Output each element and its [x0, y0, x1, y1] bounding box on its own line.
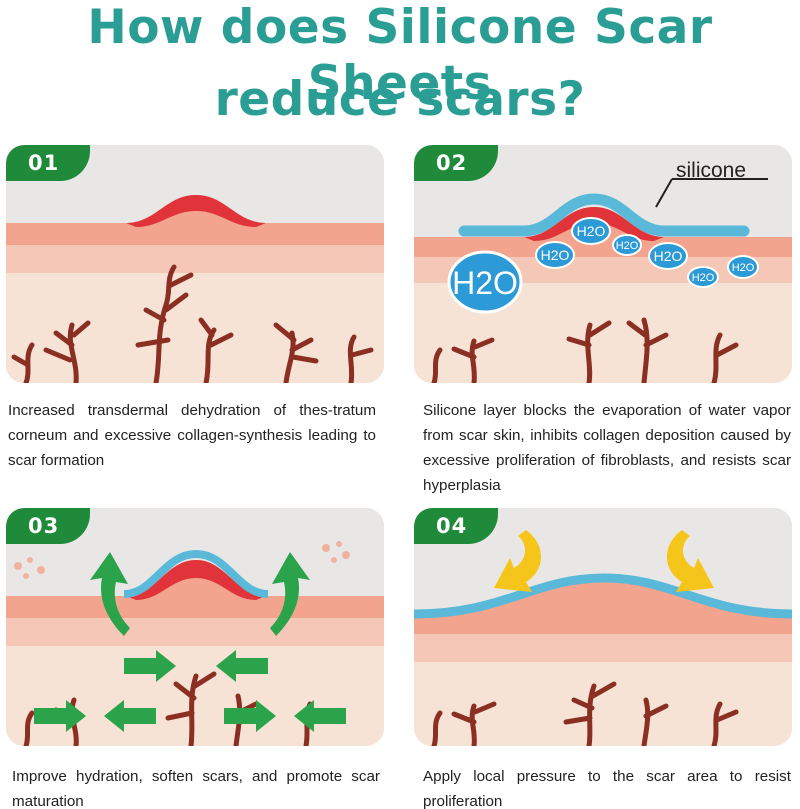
- silicone-barrier-illustration: H2O H2O H2O H2O H2O H2O H2O: [414, 145, 792, 383]
- hydration-illustration: [6, 508, 384, 746]
- water-molecules: H2O H2O H2O H2O H2O H2O H2O: [447, 217, 759, 314]
- yellow-arrows: [494, 530, 714, 592]
- panel-step-1: 01: [6, 145, 384, 383]
- pressure-arrow-left-icon: [494, 530, 541, 592]
- step-1-caption: Increased transdermal dehydration of the…: [8, 402, 376, 469]
- svg-text:H2O: H2O: [654, 248, 683, 264]
- panel-step-4: 04: [414, 508, 792, 746]
- step-badge: 04: [414, 508, 498, 544]
- svg-text:H2O: H2O: [732, 262, 755, 274]
- silicone-label: silicone: [676, 159, 747, 182]
- svg-text:H2O: H2O: [692, 272, 715, 284]
- arrow-right-icon: [34, 700, 86, 732]
- svg-text:H2O: H2O: [616, 240, 639, 252]
- svg-text:H2O: H2O: [577, 223, 606, 239]
- arrow-left-icon: [216, 650, 268, 682]
- dehydration-illustration: [6, 145, 384, 383]
- svg-text:H2O: H2O: [452, 265, 518, 301]
- step-badge: 03: [6, 508, 90, 544]
- step-badge: 02: [414, 145, 498, 181]
- arrow-left-icon: [294, 700, 346, 732]
- arrow-right-icon: [124, 650, 176, 682]
- panel-step-3: 03: [6, 508, 384, 746]
- step-2-caption: Silicone layer blocks the evaporation of…: [423, 402, 791, 494]
- green-arrows: [34, 552, 346, 732]
- step-4-caption: Apply local pressure to the scar area to…: [423, 768, 791, 809]
- step-3-caption: Improve hydration, soften scars, and pro…: [12, 768, 380, 809]
- pressure-arrow-right-icon: [667, 530, 714, 592]
- arrow-right-icon: [224, 700, 276, 732]
- panel-step-2: H2O H2O H2O H2O H2O H2O H2O 02 silicone: [414, 145, 792, 383]
- svg-text:H2O: H2O: [541, 247, 570, 263]
- silicone-layer: [414, 573, 792, 619]
- curved-arrow-left-icon: [90, 552, 130, 636]
- collagen-fibers: [11, 264, 374, 383]
- collagen-fibers: [431, 681, 739, 746]
- moisture-dots: [14, 541, 350, 579]
- curved-arrow-right-icon: [270, 552, 310, 636]
- page-title-line-2: reduce scars?: [214, 72, 586, 127]
- silicone-layer: [458, 193, 750, 237]
- arrow-left-icon: [104, 700, 156, 732]
- collagen-fibers: [431, 317, 739, 383]
- page-title: How does Silicone Scar Sheets: [87, 0, 713, 111]
- step-badge: 01: [6, 145, 90, 181]
